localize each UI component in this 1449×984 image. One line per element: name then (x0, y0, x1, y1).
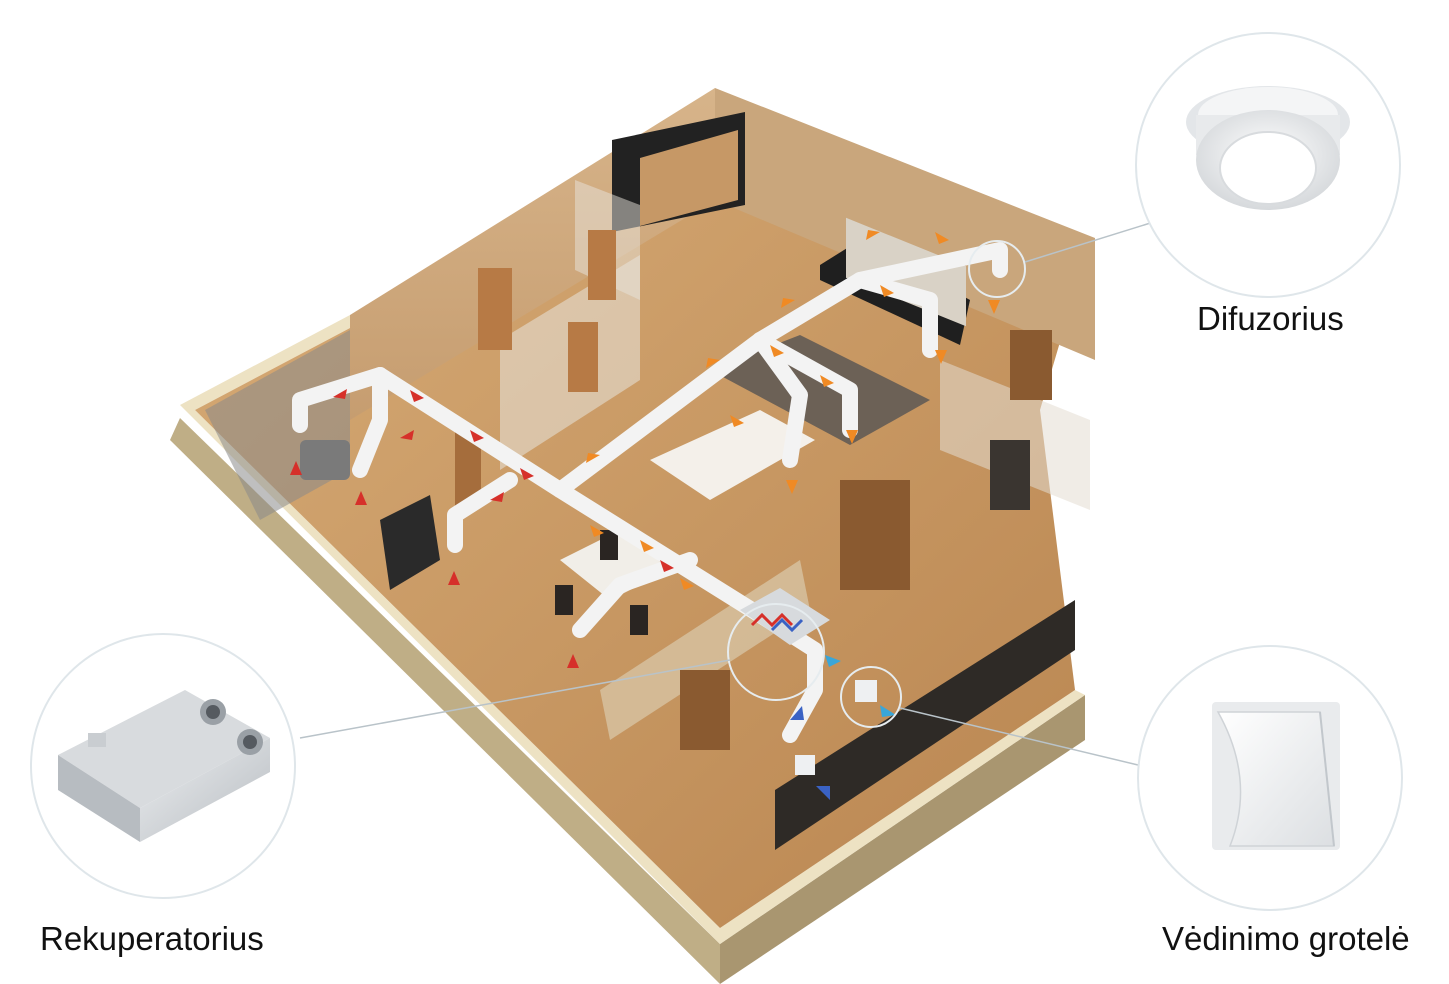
vent-grille-in-model (795, 755, 815, 775)
dining-chair (630, 605, 648, 635)
door (568, 322, 598, 392)
recuperator-callout (31, 634, 295, 898)
dining-chair (600, 530, 618, 560)
diffuser-label: Difuzorius (1197, 300, 1344, 338)
door (478, 268, 512, 350)
diffuser-callout (1136, 33, 1400, 297)
vent-grille-in-model (855, 680, 877, 702)
wall-vent-grille-icon (1212, 702, 1340, 850)
vent-grille-callout (1138, 646, 1402, 910)
dining-chair (555, 585, 573, 615)
door (588, 230, 616, 300)
window (680, 670, 730, 750)
recuperator-label: Rekuperatorius (40, 920, 264, 958)
window (990, 440, 1030, 510)
vent-grille-label: Vėdinimo grotelė (1162, 920, 1410, 958)
window (1010, 330, 1052, 400)
bath-fixture (300, 440, 350, 480)
window (840, 480, 910, 590)
